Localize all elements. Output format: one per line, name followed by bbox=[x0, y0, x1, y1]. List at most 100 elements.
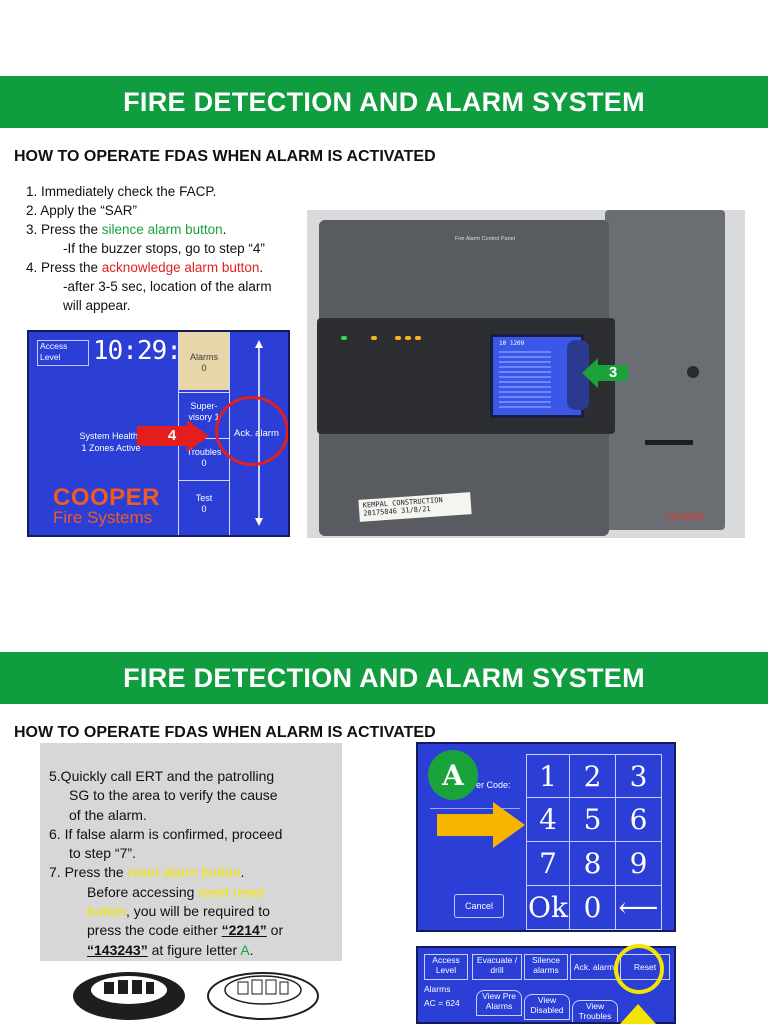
key-8[interactable]: 8 bbox=[570, 842, 616, 886]
view-disabled-tab[interactable]: View Disabled bbox=[524, 994, 570, 1020]
silence-alarms-button[interactable]: Silence alarms bbox=[524, 954, 568, 980]
smoke-detector-icon bbox=[73, 972, 185, 1020]
step-7-l3-text: , you will be required to bbox=[125, 903, 270, 920]
step-6-line-2: to step “7”. bbox=[69, 845, 136, 862]
step-3-note: -If the buzzer stops, go to step “4” bbox=[63, 241, 265, 256]
alarms-label: Alarms bbox=[424, 984, 451, 994]
cooper-badge: COOPER bbox=[665, 512, 705, 522]
step-7-line-4: press the code either “2214” or bbox=[49, 921, 342, 940]
reset-highlight-circle bbox=[614, 944, 664, 994]
access-level-button[interactable]: Access Level bbox=[424, 954, 468, 980]
highlight-circle bbox=[215, 396, 288, 466]
cancel-button[interactable]: Cancel bbox=[454, 894, 504, 918]
troubles-count: 0 bbox=[201, 458, 207, 468]
section1-steps: 1. Immediately check the FACP. 2. Apply … bbox=[26, 182, 316, 315]
test-label: Test bbox=[195, 493, 213, 503]
access-level-button[interactable]: Access Level bbox=[37, 340, 89, 366]
fire-systems-logo: Fire Systems bbox=[53, 508, 153, 527]
step-5-line-2: SG to the area to verify the cause bbox=[69, 787, 278, 804]
step-7-l2-text: Before accessing bbox=[87, 883, 199, 900]
section1-subheading: HOW TO OPERATE FDAS WHEN ALARM IS ACTIVA… bbox=[14, 148, 436, 165]
key-2[interactable]: 2 bbox=[570, 754, 616, 798]
step-4-note-2: will appear. bbox=[63, 298, 131, 313]
section1-banner: FIRE DETECTION AND ALARM SYSTEM bbox=[0, 76, 768, 128]
step-7-l5-end: . bbox=[249, 941, 254, 958]
right-arrow-icon bbox=[437, 802, 525, 848]
health-line-1: System Healthy bbox=[79, 431, 143, 441]
code-143243: “143243” bbox=[87, 941, 148, 958]
step-7-line-1: 7. Press the reset alarm button. bbox=[49, 863, 342, 882]
key-7[interactable]: 7 bbox=[526, 842, 570, 886]
key-3[interactable]: 3 bbox=[616, 754, 662, 798]
step-4-text: 4. Press the bbox=[26, 260, 102, 275]
key-1[interactable]: 1 bbox=[526, 754, 570, 798]
acknowledge-alarm-text: acknowledge alarm button bbox=[101, 260, 260, 275]
step-7-line-3: button, you will be required to bbox=[49, 902, 342, 921]
step-7-l5-text: at figure letter bbox=[147, 941, 241, 958]
code-2214: “2214” bbox=[221, 922, 267, 939]
step-5-line-1: 5.Quickly call ERT and the patrolling bbox=[49, 768, 275, 784]
step-7-text: 7. Press the bbox=[49, 864, 128, 881]
reset-button-text: reset reset bbox=[198, 883, 265, 900]
step-3-marker: 3 bbox=[608, 364, 618, 381]
health-line-2: 1 Zones Active bbox=[81, 443, 141, 453]
silence-alarm-text: silence alarm button bbox=[101, 222, 223, 237]
step-3-end: . bbox=[222, 222, 227, 237]
reset-button-text: button bbox=[87, 903, 126, 920]
backspace-key[interactable]: ⟵ bbox=[616, 886, 662, 930]
code-entry-field[interactable] bbox=[430, 808, 520, 809]
troubles-label: Troubles bbox=[186, 447, 222, 457]
step-6-line-1: 6. If false alarm is confirmed, proceed bbox=[49, 825, 283, 842]
step-7-end: . bbox=[240, 864, 245, 881]
step-5-line-3: of the alarm. bbox=[69, 806, 147, 823]
facp-photo: Fire Alarm Control Panel 10 1209 KEMPAL … bbox=[307, 210, 745, 538]
evacuate-drill-button[interactable]: Evacuate / drill bbox=[472, 954, 522, 980]
section2-subheading: HOW TO OPERATE FDAS WHEN ALARM IS ACTIVA… bbox=[14, 724, 436, 741]
status-led-icon bbox=[415, 336, 421, 340]
keyhole-icon bbox=[687, 366, 699, 378]
step-3: 3. Press the silence alarm button. bbox=[26, 220, 316, 239]
reset-alarm-text: reset alarm button bbox=[127, 864, 241, 881]
alarms-count: 0 bbox=[201, 363, 207, 373]
step-2: 2. Apply the “SAR” bbox=[26, 203, 138, 218]
banner-title: FIRE DETECTION AND ALARM SYSTEM bbox=[123, 662, 645, 693]
step-4-end: . bbox=[259, 260, 264, 275]
key-6[interactable]: 6 bbox=[616, 798, 662, 842]
figure-a-marker: A bbox=[428, 750, 478, 800]
alarms-label: Alarms bbox=[189, 352, 218, 362]
figure-letter: A bbox=[240, 941, 250, 958]
key-5[interactable]: 5 bbox=[570, 798, 616, 842]
panel-side-buttons bbox=[567, 340, 589, 410]
step-4-arrow: 4 bbox=[137, 420, 209, 457]
user-code-label: er Code: bbox=[476, 780, 511, 790]
panel-screen-list bbox=[499, 351, 551, 409]
supervisory-label: Super-visory 1 bbox=[188, 401, 220, 422]
banner-title: FIRE DETECTION AND ALARM SYSTEM bbox=[123, 86, 645, 117]
smoke-detector-outline-icon bbox=[207, 972, 319, 1020]
alarm-count: AC = 624 bbox=[424, 998, 460, 1008]
step-7-l4-text: press the code either bbox=[87, 922, 222, 939]
printer-slot bbox=[645, 440, 693, 445]
view-troubles-tab[interactable]: View Troubles bbox=[572, 1000, 618, 1022]
ack-alarm-button[interactable]: Ack. alarm bbox=[570, 954, 618, 980]
view-pre-alarms-tab[interactable]: View Pre Alarms bbox=[476, 990, 522, 1016]
step-4-marker: 4 bbox=[167, 427, 177, 444]
status-led-icon bbox=[395, 336, 401, 340]
step-7-l4-or: or bbox=[266, 922, 284, 939]
status-led-icon bbox=[405, 336, 411, 340]
key-0[interactable]: 0 bbox=[570, 886, 616, 930]
status-led-icon bbox=[371, 336, 377, 340]
step-4: 4. Press the acknowledge alarm button. bbox=[26, 258, 316, 277]
section2-steps: 5.Quickly call ERT and the patrolling SG… bbox=[40, 743, 342, 961]
step-3-text: 3. Press the bbox=[26, 222, 102, 237]
supervisory-tile[interactable]: Super-visory 1 bbox=[179, 392, 229, 436]
test-count: 0 bbox=[201, 504, 207, 514]
key-4[interactable]: 4 bbox=[526, 798, 570, 842]
keypad-grid: 1 2 3 4 5 6 7 8 9 Ok 0 ⟵ bbox=[526, 754, 674, 930]
key-ok[interactable]: Ok bbox=[526, 886, 570, 930]
key-9[interactable]: 9 bbox=[616, 842, 662, 886]
section2-banner: FIRE DETECTION AND ALARM SYSTEM bbox=[0, 652, 768, 704]
